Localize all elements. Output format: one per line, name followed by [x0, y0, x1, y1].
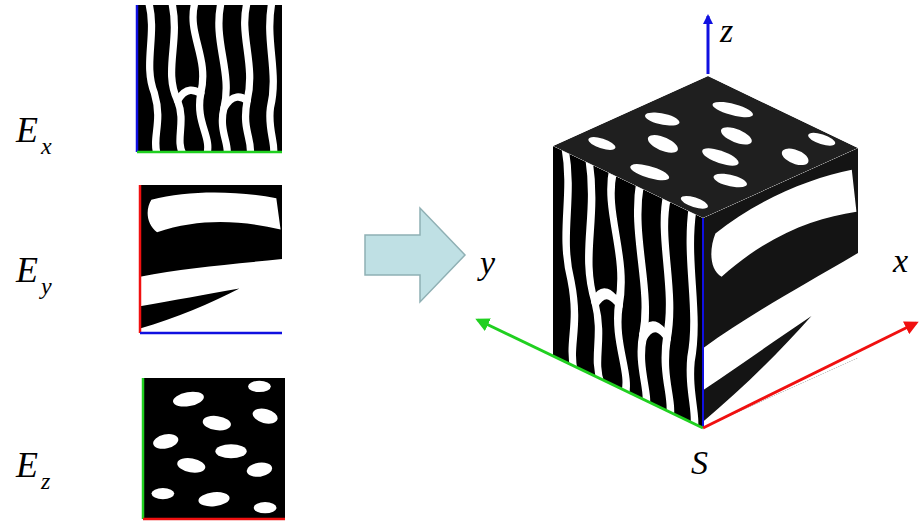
y-axis: [478, 320, 703, 428]
block-arrow: [365, 208, 465, 302]
symbol-letter: E: [16, 447, 38, 483]
exemplar-image: [137, 2, 282, 155]
exemplar-z: [143, 378, 285, 519]
subscript: z: [41, 469, 50, 493]
cube-face: [553, 76, 858, 218]
axis-label: y: [480, 246, 495, 280]
axis-line: [137, 151, 282, 154]
axis-line: [136, 5, 139, 152]
exemplar-image: [140, 185, 282, 333]
symbol-letter: E: [16, 112, 38, 148]
origin-label: S: [691, 446, 708, 480]
symbol-letter: E: [16, 252, 38, 288]
axis-line: [140, 332, 282, 335]
axis-line: [142, 378, 145, 519]
axis-label: z: [720, 14, 733, 48]
axis-line: [702, 218, 704, 428]
exemplar-x: [137, 2, 282, 155]
x-axis: [703, 323, 916, 428]
axis-label: x: [893, 244, 908, 278]
z-axis: [707, 16, 710, 74]
exemplar-image: [143, 378, 285, 519]
subscript: y: [41, 274, 52, 298]
axis-line: [139, 185, 142, 333]
axis-line: [143, 518, 285, 521]
exemplar-y: [140, 185, 282, 333]
subscript: x: [41, 134, 52, 158]
face-shading: [553, 76, 858, 218]
